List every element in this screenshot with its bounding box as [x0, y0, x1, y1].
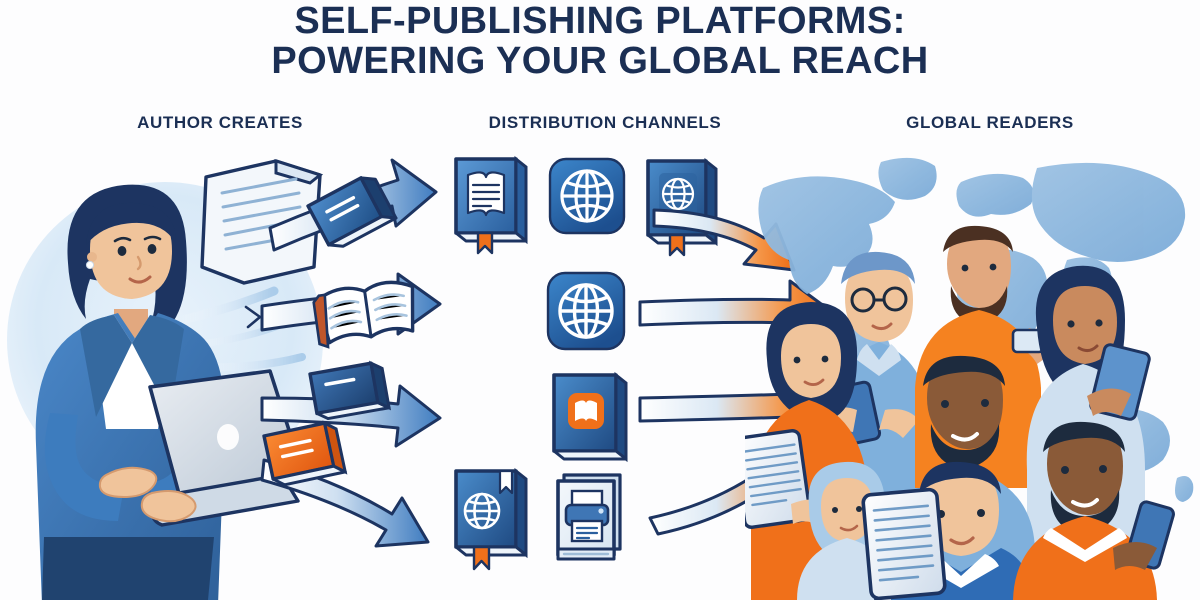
- reader-girl-blue-hair-tablet: [797, 461, 934, 600]
- printer-glyph: [570, 489, 604, 507]
- title-line-2: POWERING YOUR GLOBAL REACH: [271, 39, 929, 82]
- author-blouse: [94, 315, 172, 429]
- e-reader-icon: [861, 487, 947, 600]
- open-book-badge-icon: [568, 393, 604, 429]
- reader-man-center-ereader: [861, 461, 1032, 600]
- print-on-demand-icon: [556, 473, 622, 561]
- author-hand-right: [140, 490, 197, 523]
- author-hair: [67, 184, 187, 330]
- ebook-reader-icon: [454, 155, 528, 255]
- title-line-1: SELF-PUBLISHING PLATFORMS:: [294, 0, 906, 42]
- author-hand-left: [98, 466, 158, 499]
- tablet-icon: [1089, 343, 1151, 421]
- flying-book-blue-top: [306, 176, 398, 248]
- page-title: SELF-PUBLISHING PLATFORMS: POWERING YOUR…: [0, 0, 1200, 82]
- bookmark-icon: [472, 545, 491, 571]
- global-readers-illustration: [745, 148, 1200, 600]
- arrow-author-to-row4: [260, 458, 430, 548]
- author-eyes: [117, 244, 157, 256]
- reader-man-glasses-phone: [817, 251, 932, 568]
- flying-book-navy: [308, 360, 392, 421]
- international-catalog-icon: [454, 467, 528, 571]
- reader-man-beard-orange-phone: [915, 225, 1057, 488]
- section-header-readers: GLOBAL READERS: [906, 113, 1074, 132]
- section-header-distribution: DISTRIBUTION CHANNELS: [488, 113, 722, 132]
- flying-open-book: [312, 280, 415, 349]
- author-left-arm: [44, 413, 125, 521]
- arrow-author-to-row2: [260, 272, 442, 336]
- smartphone-icon: [1125, 500, 1175, 570]
- section-header-author: AUTHOR CREATES: [137, 113, 303, 132]
- flying-book-orange: [262, 420, 348, 487]
- arrow-author-to-row3: [260, 384, 442, 448]
- author-blazer: [35, 313, 225, 600]
- reader-woman-orange-tablet: [745, 302, 869, 600]
- glasses-icon: [850, 286, 908, 313]
- author-mouth: [128, 275, 152, 284]
- author-right-arm: [150, 407, 209, 517]
- tablet-icon: [868, 530, 934, 600]
- reader-man-orange-shirt-phone: [1013, 421, 1175, 600]
- reader-woman-longhair-tablet: [1026, 265, 1151, 580]
- author-face: [90, 207, 172, 299]
- top-bookmark-icon: [498, 469, 514, 495]
- smartphone-icon: [834, 380, 882, 446]
- bookmark-icon: [476, 231, 494, 255]
- bookstore-app-icon: [552, 371, 628, 463]
- global-store-icon: [548, 157, 626, 235]
- smartphone-icon: [1011, 328, 1045, 354]
- arrow-author-to-row1: [268, 158, 438, 252]
- world-map-backdrop: [758, 157, 1194, 502]
- e-reader-icon: [745, 429, 812, 529]
- reader-man-beard-blue-shirt: [895, 355, 1035, 600]
- worldwide-distribution-icon: [546, 271, 626, 351]
- author-earring: [85, 260, 95, 270]
